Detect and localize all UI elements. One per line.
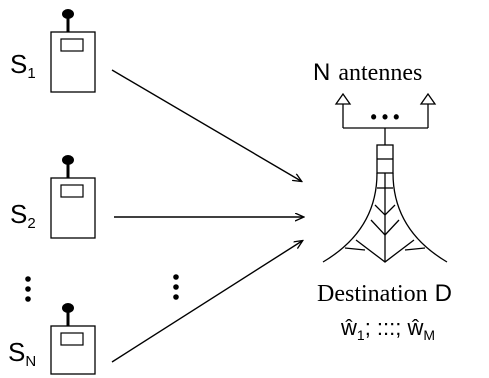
device-icon <box>50 9 96 93</box>
source-node-2: S2 <box>10 155 96 239</box>
device-icon <box>50 303 96 375</box>
vertical-ellipsis-middle <box>173 274 179 300</box>
antenna-triangle-icon <box>419 92 437 105</box>
source-label: SN <box>8 337 36 370</box>
device-icon <box>50 155 96 239</box>
antenna-dots: • • • <box>371 107 400 127</box>
arrow-source-1 <box>111 69 301 181</box>
antenna-triangle-icon <box>334 92 352 105</box>
arrow-source-n <box>111 241 302 363</box>
vertical-ellipsis-left <box>25 276 31 302</box>
antenna-array: • • • <box>334 92 437 145</box>
source-label: S2 <box>10 199 36 232</box>
source-node-n: SN <box>8 303 96 375</box>
destination-estimates: ŵ1; :::; ŵM <box>340 315 435 343</box>
source-label: S1 <box>10 49 36 82</box>
source-node-1: S1 <box>10 9 96 93</box>
tower-icon <box>322 144 448 263</box>
